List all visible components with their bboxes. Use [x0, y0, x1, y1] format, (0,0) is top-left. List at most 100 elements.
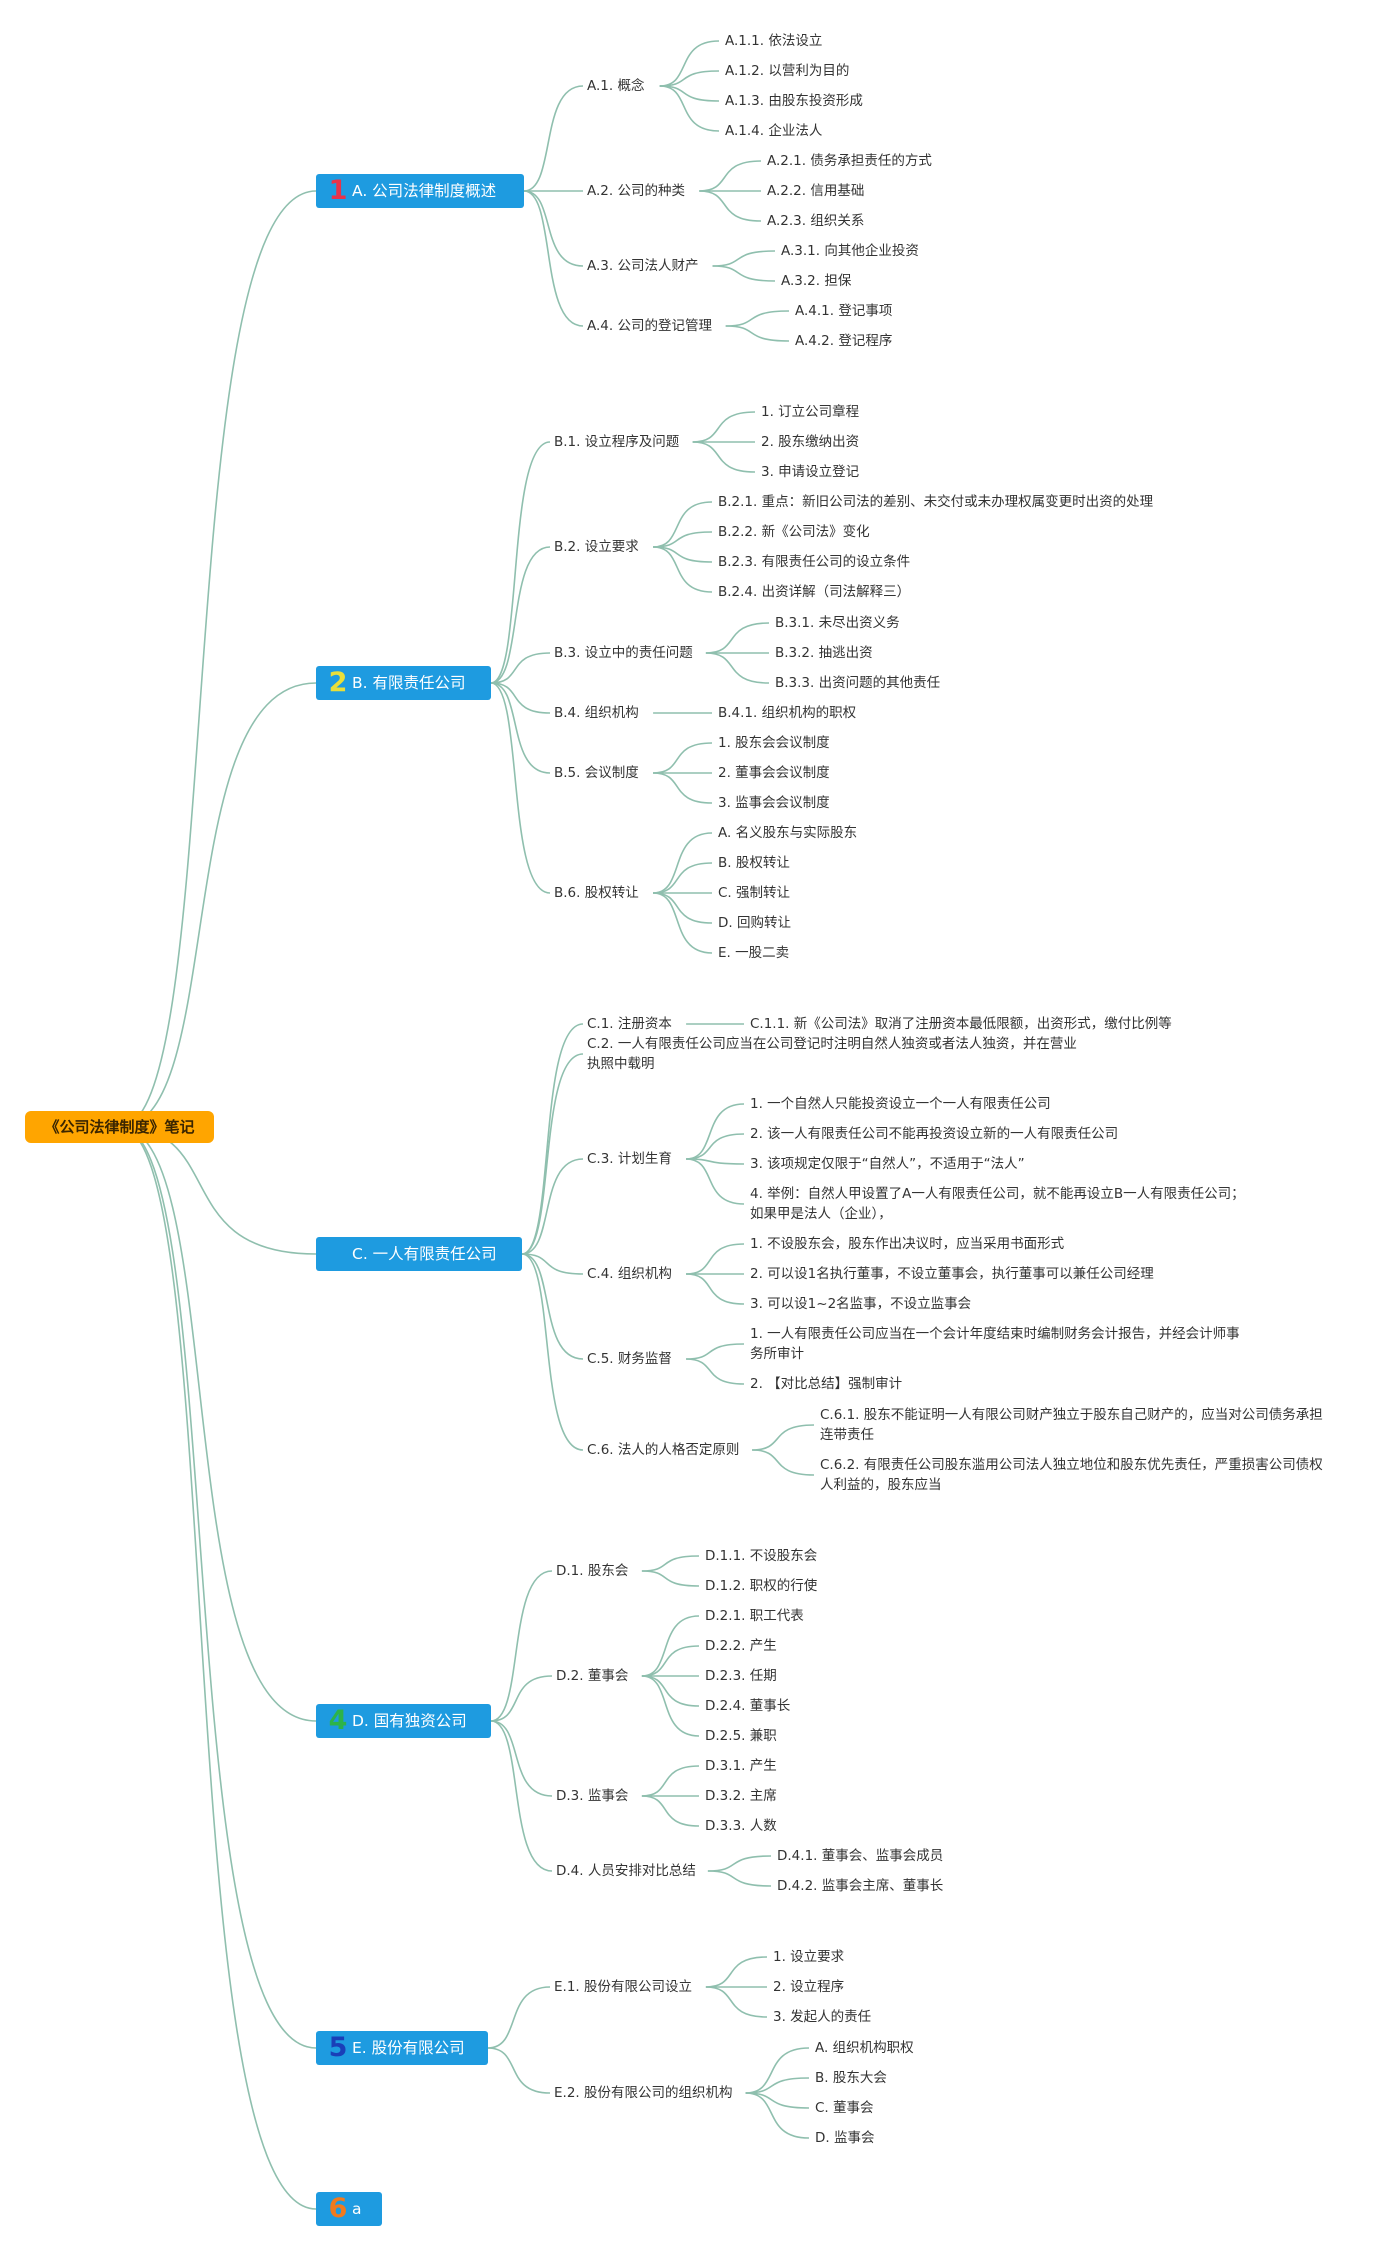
node-a-c1_4[interactable]: A.1.4. 企业法人	[725, 123, 823, 139]
edge-b-c3_3	[705, 652, 770, 684]
node-e-c1_2[interactable]: 2. 设立程序	[773, 1979, 845, 1995]
node-a-c3_1[interactable]: A.3.1. 向其他企业投资	[781, 243, 919, 259]
node-a-c2_3[interactable]: A.2.3. 组织关系	[767, 213, 865, 229]
node-a-c2[interactable]: A.2. 公司的种类	[587, 183, 685, 199]
branch-c[interactable]: C. 一人有限责任公司	[316, 1237, 522, 1271]
node-e-c1[interactable]: E.1. 股份有限公司设立	[554, 1979, 692, 1995]
node-a-c2_2[interactable]: A.2.2. 信用基础	[767, 183, 865, 199]
node-d-c3_3[interactable]: D.3.3. 人数	[705, 1818, 777, 1834]
node-d-c2_3[interactable]: D.2.3. 任期	[705, 1668, 777, 1684]
node-b-c3_1[interactable]: B.3.1. 未尽出资义务	[775, 615, 900, 631]
node-d-c2_5[interactable]: D.2.5. 兼职	[705, 1728, 777, 1744]
node-b-c6_3[interactable]: C. 强制转让	[718, 885, 791, 901]
node-b-c2_2[interactable]: B.2.2. 新《公司法》变化	[718, 524, 870, 540]
node-b-c2_3[interactable]: B.2.3. 有限责任公司的设立条件	[718, 554, 911, 570]
edge-c-c4_3	[686, 1273, 745, 1305]
node-b-c1_1[interactable]: 1. 订立公司章程	[761, 404, 860, 420]
node-b-c1[interactable]: B.1. 设立程序及问题	[554, 434, 680, 450]
node-b-c3_3[interactable]: B.3.3. 出资问题的其他责任	[775, 675, 941, 691]
node-a-c3_2[interactable]: A.3.2. 担保	[781, 273, 852, 289]
edge-d-c2_2	[641, 1645, 700, 1677]
node-b-c4_1[interactable]: B.4.1. 组织机构的职权	[718, 705, 857, 721]
node-b-c2_4[interactable]: B.2.4. 出资详解（司法解释三）	[718, 584, 911, 600]
node-c-c3_4[interactable]: 4. 举例：自然人甲设置了A一人有限责任公司，就不能再设立B一人有限责任公司；如…	[750, 1186, 1245, 1222]
branch-label: a	[352, 2200, 362, 2218]
node-c-c3_1[interactable]: 1. 一个自然人只能投资设立一个一人有限责任公司	[750, 1096, 1051, 1112]
node-b-c6_1[interactable]: A. 名义股东与实际股东	[718, 825, 858, 841]
node-c-c2[interactable]: C.2. 一人有限责任公司应当在公司登记时注明自然人独资或者法人独资，并在营业执…	[587, 1036, 1077, 1072]
node-b-c2[interactable]: B.2. 设立要求	[554, 539, 639, 555]
node-d-c2_1[interactable]: D.2.1. 职工代表	[705, 1608, 804, 1624]
edge-d-c1_2	[641, 1570, 700, 1587]
node-d-c1_2[interactable]: D.1.2. 职权的行使	[705, 1578, 818, 1594]
node-e-c2[interactable]: E.2. 股份有限公司的组织机构	[554, 2085, 733, 2101]
node-c-c1_1[interactable]: C.1.1. 新《公司法》取消了注册资本最低限额，出资形式，缴付比例等	[750, 1016, 1172, 1032]
node-b-c5[interactable]: B.5. 会议制度	[554, 765, 639, 781]
node-b-c3[interactable]: B.3. 设立中的责任问题	[554, 645, 693, 661]
node-b-c5_3[interactable]: 3. 监事会会议制度	[718, 795, 830, 811]
node-e-c2_3[interactable]: C. 董事会	[815, 2100, 874, 2116]
node-d-c4_2[interactable]: D.4.2. 监事会主席、董事长	[777, 1878, 944, 1894]
edge-c-c3_3	[686, 1158, 745, 1165]
node-e-c1_1[interactable]: 1. 设立要求	[773, 1949, 845, 1965]
node-a-c3[interactable]: A.3. 公司法人财产	[587, 258, 699, 274]
node-e-c2_4[interactable]: D. 监事会	[815, 2130, 875, 2146]
node-c-c3_2[interactable]: 2. 该一人有限责任公司不能再投资设立新的一人有限责任公司	[750, 1126, 1119, 1142]
node-c-c4_3[interactable]: 3. 可以设1~2名监事，不设立监事会	[750, 1296, 972, 1312]
node-c-c4_1[interactable]: 1. 不设股东会，股东作出决议时，应当采用书面形式	[750, 1236, 1065, 1252]
node-d-c3_1[interactable]: D.3.1. 产生	[705, 1758, 777, 1774]
node-b-c5_2[interactable]: 2. 董事会会议制度	[718, 765, 830, 781]
node-b-c1_3[interactable]: 3. 申请设立登记	[761, 464, 860, 480]
node-d-c2[interactable]: D.2. 董事会	[556, 1668, 629, 1684]
node-a-c4_1[interactable]: A.4.1. 登记事项	[795, 303, 893, 319]
edge-b-c5_3	[653, 772, 713, 804]
node-d-c1[interactable]: D.1. 股东会	[556, 1563, 629, 1579]
node-b-c6_5[interactable]: E. 一股二卖	[718, 945, 790, 961]
edge-a-c1_2	[659, 70, 720, 87]
node-c-c4_2[interactable]: 2. 可以设1名执行董事，不设立董事会，执行董事可以兼任公司经理	[750, 1266, 1154, 1282]
node-c-c6_2[interactable]: C.6.2. 有限责任公司股东滥用公司法人独立地位和股东优先责任，严重损害公司债…	[820, 1457, 1323, 1493]
node-d-c2_4[interactable]: D.2.4. 董事长	[705, 1698, 791, 1714]
node-c-c3_3[interactable]: 3. 该项规定仅限于“自然人”，不适用于“法人”	[750, 1156, 1025, 1172]
node-b-c3_2[interactable]: B.3.2. 抽逃出资	[775, 645, 873, 661]
node-c-c6[interactable]: C.6. 法人的人格否定原则	[587, 1442, 740, 1458]
node-a-c1_1[interactable]: A.1.1. 依法设立	[725, 33, 823, 49]
branch-label: C. 一人有限责任公司	[352, 1245, 497, 1263]
node-c-c3[interactable]: C.3. 计划生育	[587, 1151, 672, 1167]
node-c-c5[interactable]: C.5. 财务监督	[587, 1351, 672, 1367]
node-a-c1_3[interactable]: A.1.3. 由股东投资形成	[725, 93, 863, 109]
node-a-c1[interactable]: A.1. 概念	[587, 78, 645, 94]
node-e-c2_2[interactable]: B. 股东大会	[815, 2070, 887, 2086]
node-b-c6_4[interactable]: D. 回购转让	[718, 915, 791, 931]
node-a-c4[interactable]: A.4. 公司的登记管理	[587, 318, 712, 334]
node-b-c6[interactable]: B.6. 股权转让	[554, 885, 639, 901]
node-d-c1_1[interactable]: D.1.1. 不设股东会	[705, 1548, 818, 1564]
node-d-c3[interactable]: D.3. 监事会	[556, 1788, 629, 1804]
node-b-c6_2[interactable]: B. 股权转让	[718, 855, 790, 871]
node-b-c5_1[interactable]: 1. 股东会会议制度	[718, 735, 830, 751]
node-d-c2_2[interactable]: D.2.2. 产生	[705, 1638, 777, 1654]
node-d-c4_1[interactable]: D.4.1. 董事会、监事会成员	[777, 1848, 944, 1864]
node-a-c4_2[interactable]: A.4.2. 登记程序	[795, 333, 893, 349]
edge-a-c2_1	[699, 160, 762, 192]
node-b-c4[interactable]: B.4. 组织机构	[554, 705, 639, 721]
node-a-c1_2[interactable]: A.1.2. 以营利为目的	[725, 63, 850, 79]
node-c-c5_1[interactable]: 1. 一人有限责任公司应当在一个会计年度结束时编制财务会计报告，并经会计师事务所…	[750, 1326, 1240, 1362]
node-c-c6_1[interactable]: C.6.1. 股东不能证明一人有限公司财产独立于股东自己财产的，应当对公司债务承…	[820, 1407, 1323, 1443]
node-c-c4[interactable]: C.4. 组织机构	[587, 1266, 672, 1282]
node-d-c4[interactable]: D.4. 人员安排对比总结	[556, 1863, 696, 1879]
root-node[interactable]: 《公司法律制度》笔记	[25, 1111, 214, 1143]
node-d-c3_2[interactable]: D.3.2. 主席	[705, 1788, 777, 1804]
node-a-c2_1[interactable]: A.2.1. 债务承担责任的方式	[767, 153, 932, 169]
node-b-c2_1[interactable]: B.2.1. 重点：新旧公司法的差别、未交付或未办理权属变更时出资的处理	[718, 494, 1154, 510]
node-e-c1_3[interactable]: 3. 发起人的责任	[773, 2009, 872, 2025]
node-b-c1_2[interactable]: 2. 股东缴纳出资	[761, 434, 860, 450]
node-e-c2_1[interactable]: A. 组织机构职权	[815, 2040, 914, 2056]
node-c-c1[interactable]: C.1. 注册资本	[587, 1016, 672, 1032]
node-c-c5_2[interactable]: 2. 【对比总结】强制审计	[750, 1376, 903, 1392]
